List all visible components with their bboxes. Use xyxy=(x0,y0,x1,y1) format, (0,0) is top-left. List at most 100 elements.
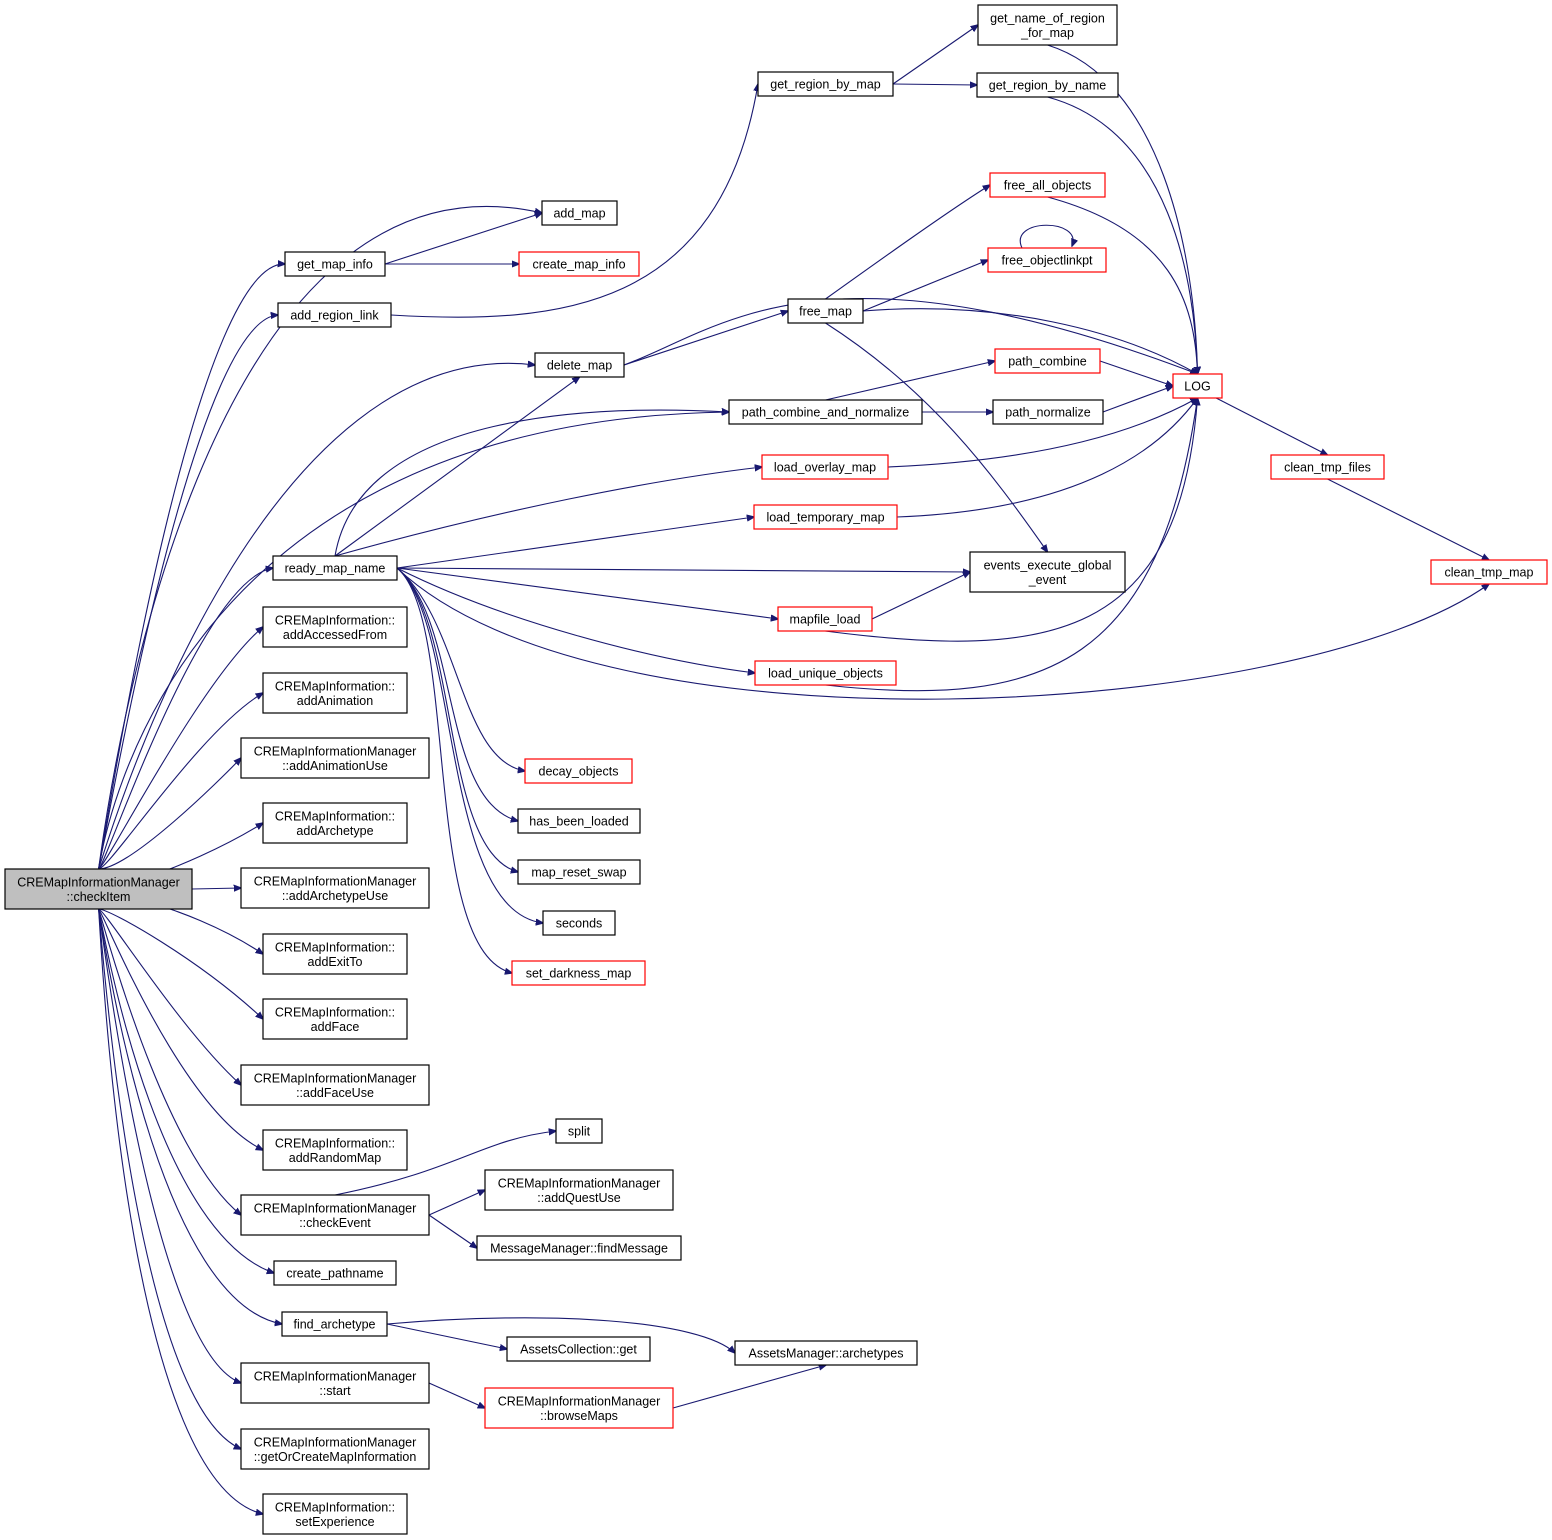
node-seconds[interactable]: seconds xyxy=(542,910,616,936)
node-label: _for_map xyxy=(1020,26,1074,40)
node-box xyxy=(976,72,1119,98)
node-setexperience[interactable]: CREMapInformation::setExperience xyxy=(262,1493,408,1535)
node-box xyxy=(240,1064,430,1106)
node-split[interactable]: split xyxy=(555,1118,603,1144)
node-path-normalize[interactable]: path_normalize xyxy=(992,399,1104,425)
node-find-archetype[interactable]: find_archetype xyxy=(281,1311,388,1337)
node-label: setExperience xyxy=(295,1515,374,1529)
node-box xyxy=(757,71,894,97)
node-addface[interactable]: CREMapInformation::addFace xyxy=(262,998,408,1040)
node-label: CREMapInformation:: xyxy=(275,940,395,954)
edge-get-region-by-name-to-log xyxy=(1047,96,1198,374)
edge-ready-map-name-to-events-execute-global-event xyxy=(396,567,970,572)
edge-get-name-of-region-for-map-to-log xyxy=(1047,44,1198,374)
node-label: ::checkItem xyxy=(67,890,131,904)
node-label: get_name_of_region xyxy=(990,11,1105,25)
node-free-all-objects[interactable]: free_all_objects xyxy=(989,172,1106,198)
node-label: CREMapInformation:: xyxy=(275,679,395,693)
node-create-pathname[interactable]: create_pathname xyxy=(273,1260,397,1286)
node-label: addAccessedFrom xyxy=(283,628,387,642)
node-box xyxy=(240,1362,430,1404)
node-get-name-of-region-for-map[interactable]: get_name_of_region_for_map xyxy=(977,4,1118,46)
node-addquestuse[interactable]: CREMapInformationManager::addQuestUse xyxy=(484,1169,674,1211)
edge-root-to-delete-map xyxy=(97,363,536,870)
edge-ready-map-name-to-has-been-loaded xyxy=(396,567,518,821)
node-label: addAnimation xyxy=(297,694,373,708)
node-free-objectlinkpt[interactable]: free_objectlinkpt xyxy=(987,247,1107,273)
node-label: CREMapInformationManager xyxy=(498,1394,661,1408)
node-set-darkness-map[interactable]: set_darkness_map xyxy=(511,960,646,986)
node-clean-tmp-map[interactable]: clean_tmp_map xyxy=(1430,559,1548,585)
node-box xyxy=(240,867,430,909)
node-decay-objects[interactable]: decay_objects xyxy=(524,758,633,784)
node-addarchetype[interactable]: CREMapInformation::addArchetype xyxy=(262,802,408,844)
node-findmessage[interactable]: MessageManager::findMessage xyxy=(476,1235,682,1261)
node-root[interactable]: CREMapInformationManager::checkItem xyxy=(4,868,193,910)
node-mapfile-load[interactable]: mapfile_load xyxy=(777,606,873,632)
node-free-map[interactable]: free_map xyxy=(787,298,864,324)
node-label: CREMapInformationManager xyxy=(254,874,417,888)
node-box xyxy=(240,1194,430,1236)
node-log[interactable]: LOG xyxy=(1172,373,1223,399)
edge-ready-map-name-to-seconds xyxy=(396,567,543,923)
node-get-region-by-map[interactable]: get_region_by_map xyxy=(757,71,894,97)
node-load-temporary-map[interactable]: load_temporary_map xyxy=(753,504,898,530)
node-addexitto[interactable]: CREMapInformation::addExitTo xyxy=(262,933,408,975)
node-events-execute-global-event[interactable]: events_execute_global_event xyxy=(969,551,1126,593)
edge-root-to-add-region-link xyxy=(97,315,279,870)
node-checkevent[interactable]: CREMapInformationManager::checkEvent xyxy=(240,1194,430,1236)
node-addanimationuse[interactable]: CREMapInformationManager::addAnimationUs… xyxy=(240,737,430,779)
edge-free-objectlinkpt-to-free-objectlinkpt xyxy=(1019,224,1073,249)
node-load-overlay-map[interactable]: load_overlay_map xyxy=(761,454,889,480)
node-addarchetypeuse[interactable]: CREMapInformationManager::addArchetypeUs… xyxy=(240,867,430,909)
node-label: path_combine xyxy=(1008,355,1087,369)
node-addrandommap[interactable]: CREMapInformation::addRandomMap xyxy=(262,1129,408,1171)
node-load-unique-objects[interactable]: load_unique_objects xyxy=(754,660,897,686)
node-clean-tmp-files[interactable]: clean_tmp_files xyxy=(1270,454,1385,480)
node-box xyxy=(511,960,646,986)
node-has-been-loaded[interactable]: has_been_loaded xyxy=(517,808,641,834)
node-box xyxy=(1430,559,1548,585)
node-box xyxy=(969,551,1126,593)
node-get-region-by-name[interactable]: get_region_by_name xyxy=(976,72,1119,98)
node-browsemaps[interactable]: CREMapInformationManager::browseMaps xyxy=(484,1387,674,1429)
edge-load-overlay-map-to-log xyxy=(887,398,1198,468)
node-label: find_archetype xyxy=(293,1318,375,1332)
node-delete-map[interactable]: delete_map xyxy=(534,352,625,378)
node-add-map[interactable]: add_map xyxy=(541,200,618,226)
node-box xyxy=(534,352,625,378)
node-addaccessedfrom[interactable]: CREMapInformation::addAccessedFrom xyxy=(262,606,408,648)
node-get-map-info[interactable]: get_map_info xyxy=(284,251,386,277)
node-path-combine[interactable]: path_combine xyxy=(994,348,1101,374)
edge-root-to-path-combine-and-normalize xyxy=(97,412,730,870)
node-map-reset-swap[interactable]: map_reset_swap xyxy=(517,859,641,885)
node-label: ::addFaceUse xyxy=(296,1086,374,1100)
node-getorcreatemapinformation[interactable]: CREMapInformationManager::getOrCreateMap… xyxy=(240,1428,430,1470)
node-label: addFace xyxy=(311,1020,360,1034)
node-label: ::addAnimationUse xyxy=(282,759,388,773)
edge-root-to-addface xyxy=(98,908,264,1019)
node-archetypes[interactable]: AssetsManager::archetypes xyxy=(734,1340,918,1366)
node-create-map-info[interactable]: create_map_info xyxy=(518,251,640,277)
node-box xyxy=(989,172,1106,198)
edge-root-to-find-archetype xyxy=(97,908,283,1324)
node-label: ::addArchetypeUse xyxy=(282,889,388,903)
node-add-region-link[interactable]: add_region_link xyxy=(277,302,392,328)
node-box xyxy=(262,672,408,714)
node-box xyxy=(484,1387,674,1429)
node-addanimation[interactable]: CREMapInformation::addAnimation xyxy=(262,672,408,714)
edge-get-region-by-map-to-get-name-of-region-for-map xyxy=(892,25,978,85)
node-label: seconds xyxy=(556,917,603,931)
edge-mapfile-load-to-log xyxy=(824,398,1198,642)
node-assetscollection-get[interactable]: AssetsCollection::get xyxy=(506,1336,651,1362)
node-ready-map-name[interactable]: ready_map_name xyxy=(272,555,398,581)
node-label: CREMapInformation:: xyxy=(275,809,395,823)
edge-path-combine-to-log xyxy=(1099,360,1173,386)
node-label: AssetsManager::archetypes xyxy=(749,1347,904,1361)
node-start[interactable]: CREMapInformationManager::start xyxy=(240,1362,430,1404)
edge-free-map-to-free-all-objects xyxy=(825,185,991,300)
node-label: has_been_loaded xyxy=(529,815,628,829)
node-addfaceuse[interactable]: CREMapInformationManager::addFaceUse xyxy=(240,1064,430,1106)
node-path-combine-and-normalize[interactable]: path_combine_and_normalize xyxy=(728,399,923,425)
node-box xyxy=(240,737,430,779)
